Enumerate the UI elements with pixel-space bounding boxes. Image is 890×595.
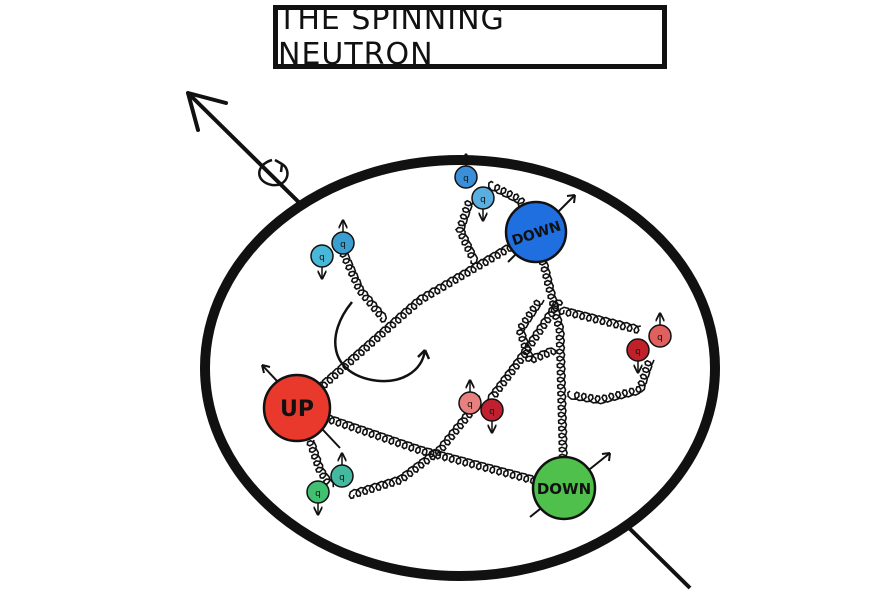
sea-quark: q — [331, 221, 355, 255]
spin-rotation-icon — [258, 158, 289, 187]
diagram-title: THE SPINNING NEUTRON — [278, 2, 505, 72]
sea-quark-label: q — [319, 253, 325, 263]
gluon-spring — [306, 439, 335, 488]
sea-quark-label: q — [489, 407, 495, 417]
sea-quark-label: q — [339, 473, 345, 483]
gluon-spring — [516, 299, 557, 364]
sea-quark: q — [648, 314, 672, 348]
sea-quark-label: q — [657, 333, 663, 343]
sea-quark-label: q — [467, 400, 473, 410]
gluon-spring — [348, 395, 482, 500]
sea-quark-label: q — [340, 240, 346, 250]
gluon-lines — [294, 180, 655, 500]
sea-quark-label: q — [463, 174, 469, 184]
gluon-spring — [294, 229, 538, 412]
gluon-spring — [454, 199, 479, 266]
sea-quark-label: q — [635, 347, 641, 357]
down-quark-green-circle — [531, 455, 597, 521]
gluon-spring — [336, 244, 388, 323]
gluon-spring — [558, 306, 641, 334]
up-quark-label: UP — [280, 397, 314, 422]
valence-quark-up: UP — [261, 364, 341, 449]
sea-quark-label: q — [315, 489, 321, 499]
valence-quark-down-blue: DOWN — [504, 194, 576, 264]
gluon-spring — [532, 231, 569, 489]
sea-quark-label: q — [480, 195, 486, 205]
sea-quark: q — [626, 338, 650, 372]
sea-quark: q — [330, 454, 354, 488]
down-quark-green-label: DOWN — [537, 480, 591, 498]
orbital-rotation-arrow — [334, 301, 427, 383]
gluon-spring — [567, 359, 655, 405]
sea-quark: q — [471, 186, 495, 220]
sea-quark: q — [306, 480, 330, 514]
down-quark-blue-circle — [504, 200, 568, 264]
sea-quark: q — [458, 381, 482, 415]
up-quark-circle — [262, 373, 332, 443]
sea-quark-pairs: q q q q q q q q q q — [306, 155, 672, 514]
title-box: THE SPINNING NEUTRON — [273, 2, 667, 72]
sea-quark: q — [310, 244, 334, 278]
sea-quark: q — [480, 398, 504, 432]
spin-axis-arrowhead — [186, 91, 228, 132]
valence-quark-down-green: DOWN — [529, 452, 611, 521]
sea-quark: q — [454, 155, 478, 189]
